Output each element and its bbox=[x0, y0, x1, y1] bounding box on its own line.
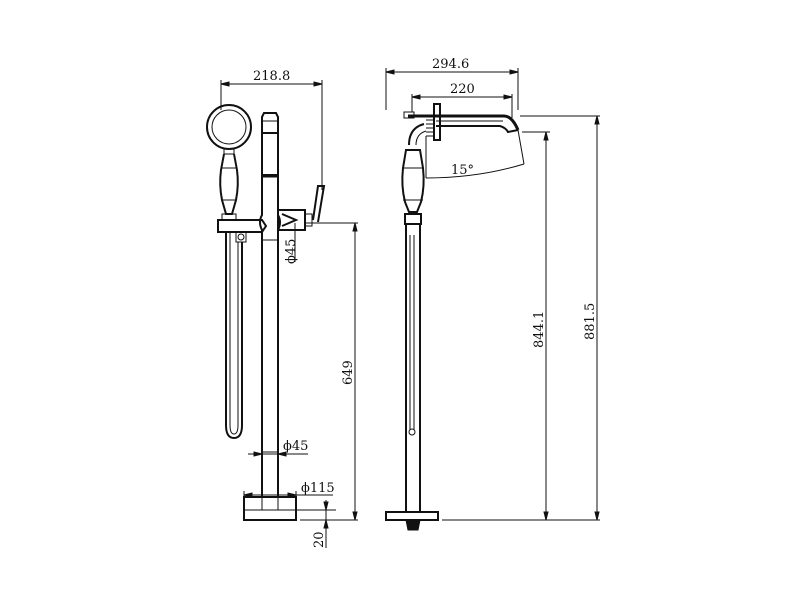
dim-front-base-diameter: ϕ115 bbox=[243, 481, 335, 498]
angle-label: 15° bbox=[451, 163, 474, 178]
base-height-label: 20 bbox=[312, 531, 327, 548]
base-diameter-label: ϕ115 bbox=[301, 481, 335, 496]
dim-side-total-reach: 294.6 bbox=[385, 57, 519, 110]
hand-shower-handle bbox=[219, 153, 239, 221]
front-height-label: 649 bbox=[341, 360, 356, 385]
side-stem bbox=[405, 224, 421, 512]
spout-angle: 15° bbox=[425, 129, 525, 179]
total-height-label: 881.5 bbox=[583, 303, 598, 340]
dim-front-height: 649 bbox=[300, 222, 358, 521]
riser-curve bbox=[408, 123, 427, 146]
mixer-lever bbox=[277, 185, 326, 231]
side-base-flange bbox=[385, 511, 439, 531]
dim-front-base-height: 20 bbox=[296, 500, 336, 548]
spout-reach-label: 220 bbox=[450, 82, 475, 97]
hose bbox=[225, 232, 243, 440]
outlet-diameter-label: ϕ45 bbox=[284, 239, 299, 264]
spout-height-label: 844.1 bbox=[532, 311, 547, 348]
dim-side-total-height: 881.5 bbox=[520, 115, 600, 521]
total-reach-label: 294.6 bbox=[432, 57, 469, 72]
base-flange bbox=[243, 496, 297, 521]
spout bbox=[403, 103, 520, 141]
dim-front-outlet-diameter: ϕ45 bbox=[284, 223, 299, 264]
dim-front-width: 218.8 bbox=[220, 69, 323, 190]
side-hand-shower bbox=[401, 149, 425, 225]
front-width-label: 218.8 bbox=[253, 69, 290, 84]
pipe-diameter-label: ϕ45 bbox=[283, 439, 308, 454]
dim-front-pipe-diameter: ϕ45 bbox=[248, 439, 308, 457]
dim-side-spout-height: 844.1 bbox=[442, 131, 600, 521]
hand-shower-head bbox=[206, 104, 252, 155]
front-view: 218.8 ϕ45 649 ϕ45 bbox=[206, 69, 358, 548]
dim-side-spout-reach: 220 bbox=[411, 82, 513, 118]
stem-top bbox=[261, 112, 279, 178]
side-view: 15° bbox=[385, 57, 600, 531]
